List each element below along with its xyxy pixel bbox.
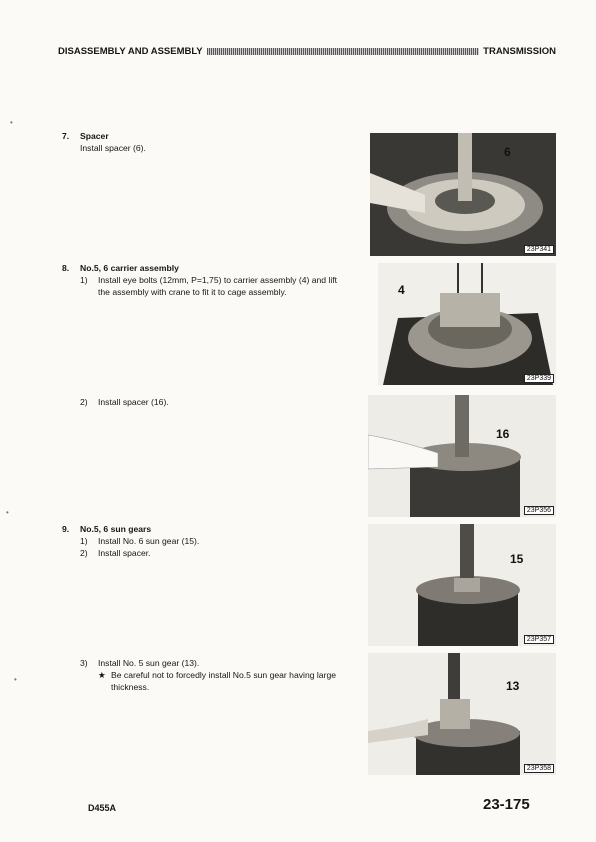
photo-spacer-6: 6 23P341 — [370, 133, 556, 256]
substep-number: 1) — [80, 536, 88, 546]
substep-text: Install No. 6 sun gear (15). — [98, 536, 200, 546]
photo-sun-gear-13: 13 23P358 — [368, 653, 556, 775]
photo-sun-gear-15: 15 23P357 — [368, 524, 556, 646]
step-7-instruction: Install spacer (6). — [80, 143, 340, 155]
photo-code: 23P357 — [523, 635, 554, 644]
photo-code: 23P341 — [523, 245, 554, 254]
photo-spacer-16: 16 23P356 — [368, 395, 556, 517]
step-number: 8. — [62, 263, 70, 273]
substep-number: 2) — [80, 397, 88, 407]
scan-speck: • — [10, 118, 13, 127]
photo-illustration — [378, 263, 556, 385]
star-icon: ★ — [98, 670, 106, 680]
photo-illustration — [368, 524, 556, 646]
step-title: No.5, 6 sun gears — [80, 524, 152, 534]
photo-illustration — [370, 133, 556, 256]
header-rule — [206, 47, 480, 55]
step-title: Spacer — [80, 131, 109, 141]
scan-speck: • — [6, 508, 9, 517]
substep-text: Install spacer. — [98, 548, 151, 558]
callout-label: 13 — [506, 679, 520, 693]
step-title: No.5, 6 carrier assembly — [80, 263, 179, 273]
page-header: DISASSEMBLY AND ASSEMBLY TRANSMISSION — [58, 44, 556, 58]
callout-label: 6 — [504, 145, 511, 159]
instruction-text: Install spacer (6). — [80, 143, 146, 153]
photo-code: 23P339 — [523, 374, 554, 383]
header-chapter-title: TRANSMISSION — [483, 45, 556, 57]
photo-illustration — [368, 653, 556, 775]
callout-label: 4 — [398, 283, 405, 297]
substep-text: Install eye bolts (12mm, P=1,75) to carr… — [98, 275, 338, 297]
footer-page-number: 23-175 — [483, 796, 530, 813]
substep-number: 1) — [80, 275, 88, 285]
photo-code: 23P356 — [523, 506, 554, 515]
step-number: 7. — [62, 131, 70, 141]
photo-code: 23P358 — [523, 764, 554, 773]
step-number: 9. — [62, 524, 70, 534]
footer-model: D455A — [88, 803, 117, 813]
substep-text: Install spacer (16). — [98, 397, 169, 407]
scan-speck: • — [14, 675, 17, 684]
substep-text: Install No. 5 sun gear (13). — [98, 658, 200, 668]
header-section-title: DISASSEMBLY AND ASSEMBLY — [58, 45, 203, 57]
substep-number: 3) — [80, 658, 88, 668]
photo-carrier-assembly-4: 4 23P339 — [378, 263, 556, 385]
substep-number: 2) — [80, 548, 88, 558]
note-text: Be careful not to forcedly install No.5 … — [111, 670, 336, 692]
photo-illustration — [368, 395, 556, 517]
callout-label: 16 — [496, 427, 510, 441]
callout-label: 15 — [510, 552, 524, 566]
